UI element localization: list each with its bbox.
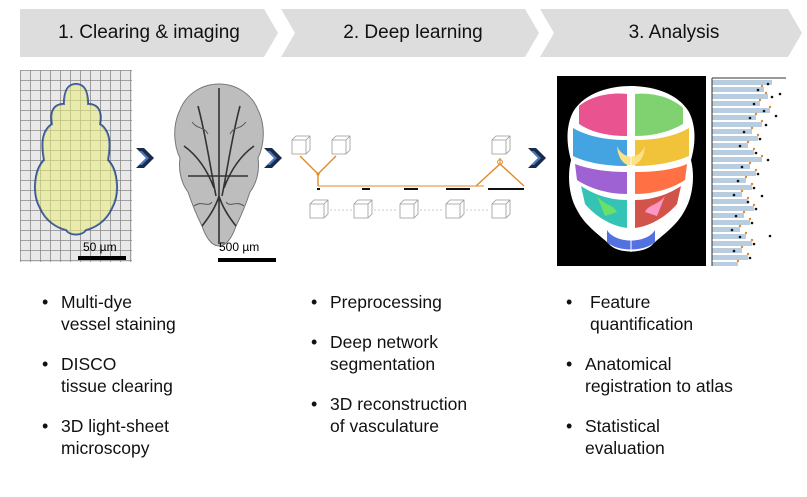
brain-vasculature-render	[158, 76, 280, 266]
list-item: Preprocessing	[307, 291, 537, 313]
step-label: 3. Analysis	[628, 22, 720, 43]
chevron-right-icon	[526, 146, 550, 170]
chevron-right-icon	[262, 146, 286, 170]
cleared-brain-grid-image	[20, 70, 132, 262]
scale-bar-label: 50 µm	[83, 240, 117, 254]
step-clearing-imaging: 1. Clearing & imaging	[20, 9, 278, 57]
deep-network-diagram	[288, 128, 530, 228]
chevron-right-icon	[134, 146, 158, 170]
scale-bar-label: 500 µm	[219, 240, 260, 254]
step-label: 2. Deep learning	[343, 22, 483, 43]
brain-atlas-registration-image	[557, 76, 706, 266]
statistical-dot-plot	[710, 76, 788, 268]
step-label: 1. Clearing & imaging	[58, 22, 240, 43]
step-deep-learning: 2. Deep learning	[281, 9, 539, 57]
step-analysis: 3. Analysis	[540, 9, 802, 57]
